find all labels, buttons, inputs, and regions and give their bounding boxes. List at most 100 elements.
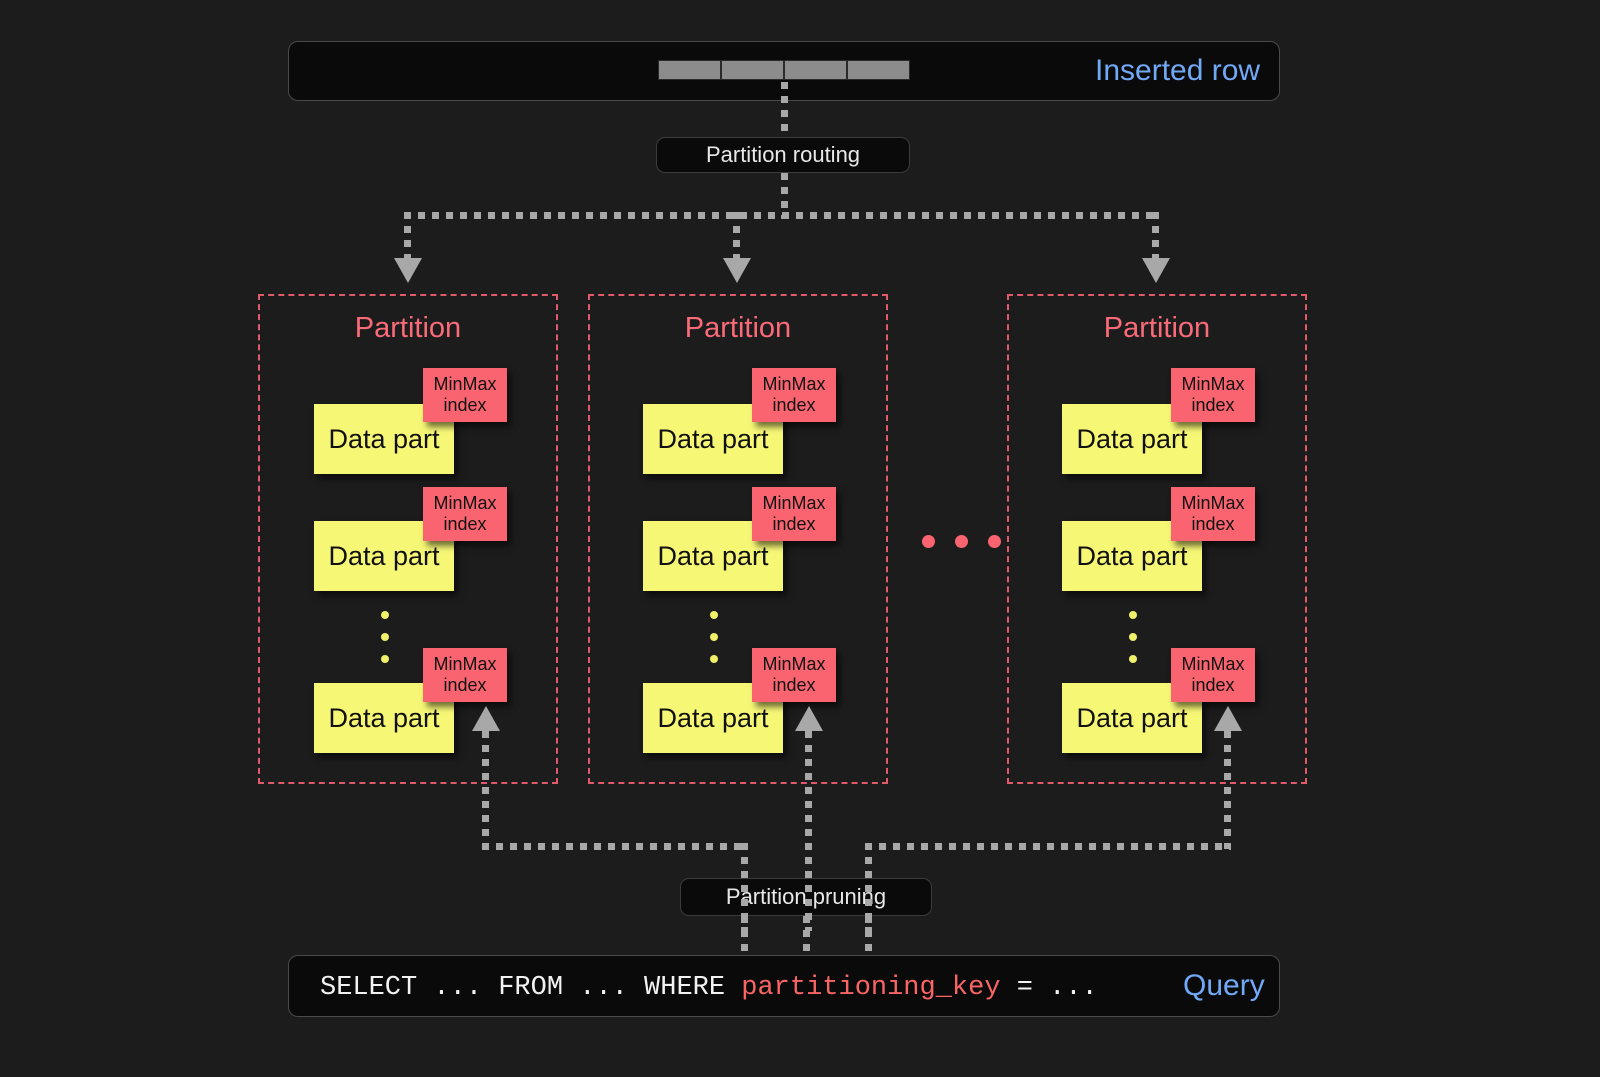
minmax-line-1: MinMax xyxy=(1181,653,1245,674)
minmax-line-1: MinMax xyxy=(762,373,826,394)
minmax-line-1: MinMax xyxy=(433,373,497,394)
connector-pruning-to-partition-3 xyxy=(1224,731,1231,849)
sql-prefix: SELECT ... FROM ... WHERE xyxy=(320,973,742,1003)
query-sql-text: SELECT ... FROM ... WHERE partitioning_k… xyxy=(320,975,1098,1002)
partition-container-1 xyxy=(258,294,558,784)
minmax-line-1: MinMax xyxy=(1181,373,1245,394)
minmax-line-1: MinMax xyxy=(762,653,826,674)
data-part-label: Data part xyxy=(657,423,769,454)
data-part-label: Data part xyxy=(328,702,440,733)
ellipsis-dot xyxy=(1129,633,1137,641)
data-part-card: Data part xyxy=(314,521,454,591)
partition-title-1: Partition xyxy=(354,312,462,344)
partition-title-3: Partition xyxy=(1103,312,1211,344)
pruning-bus-left xyxy=(482,843,748,850)
ellipsis-dot xyxy=(381,611,389,619)
minmax-index-label: MinMax index xyxy=(433,654,496,696)
pruning-bus-right xyxy=(865,843,1231,850)
arrow-down-partition-1 xyxy=(394,258,422,283)
minmax-line-2: index xyxy=(772,675,816,695)
arrow-up-partition-2 xyxy=(795,706,823,731)
minmax-index-label: MinMax index xyxy=(762,374,825,416)
minmax-line-1: MinMax xyxy=(762,492,826,513)
minmax-line-1: MinMax xyxy=(1181,492,1245,513)
sql-suffix: = ... xyxy=(1000,973,1098,1003)
row-cell xyxy=(721,60,784,80)
connector-bus-to-partition-2 xyxy=(733,212,740,260)
minmax-index-label: MinMax index xyxy=(1181,493,1244,535)
data-part-label: Data part xyxy=(1076,540,1188,571)
minmax-index-card: MinMax index xyxy=(423,368,507,422)
data-part-card: Data part xyxy=(1062,683,1202,753)
sql-partitioning-key: partitioning_key xyxy=(741,973,1001,1003)
ellipsis-dot xyxy=(710,633,718,641)
minmax-index-label: MinMax index xyxy=(1181,374,1244,416)
inserted-row-label: Inserted row xyxy=(1095,54,1261,87)
minmax-index-card: MinMax index xyxy=(752,487,836,541)
connector-routing-to-bus xyxy=(781,173,788,219)
minmax-index-label: MinMax index xyxy=(762,654,825,696)
row-cell xyxy=(784,60,847,80)
minmax-line-1: MinMax xyxy=(433,653,497,674)
data-part-label: Data part xyxy=(1076,702,1188,733)
ellipsis-dot xyxy=(381,633,389,641)
ellipsis-dot xyxy=(988,535,1001,548)
data-part-label: Data part xyxy=(328,423,440,454)
ellipsis-dot xyxy=(381,655,389,663)
data-part-label: Data part xyxy=(328,540,440,571)
row-cell xyxy=(847,60,910,80)
minmax-index-label: MinMax index xyxy=(433,493,496,535)
minmax-line-2: index xyxy=(1191,514,1235,534)
data-part-card: Data part xyxy=(1062,521,1202,591)
connector-bus-drop-left xyxy=(741,843,748,931)
ellipsis-dot xyxy=(710,655,718,663)
minmax-line-2: index xyxy=(772,514,816,534)
row-cell xyxy=(658,60,721,80)
query-label: Query xyxy=(1183,969,1265,1002)
minmax-line-2: index xyxy=(772,395,816,415)
arrow-up-partition-3 xyxy=(1214,706,1242,731)
routing-bus-line xyxy=(404,212,1159,219)
arrow-down-partition-2 xyxy=(723,258,751,283)
vertical-ellipsis xyxy=(1129,611,1137,677)
partition-routing-label: Partition routing xyxy=(705,142,861,167)
minmax-line-2: index xyxy=(443,514,487,534)
minmax-index-label: MinMax index xyxy=(433,374,496,416)
vertical-ellipsis xyxy=(710,611,718,677)
connector-pruning-to-query-1 xyxy=(741,916,748,954)
connector-pruning-to-query-3 xyxy=(865,916,872,954)
data-part-label: Data part xyxy=(657,702,769,733)
minmax-index-card: MinMax index xyxy=(423,648,507,702)
vertical-ellipsis xyxy=(381,611,389,677)
connector-bus-to-partition-3 xyxy=(1152,212,1159,260)
partition-title-2: Partition xyxy=(684,312,792,344)
ellipsis-dot xyxy=(1129,655,1137,663)
minmax-line-2: index xyxy=(1191,395,1235,415)
minmax-index-card: MinMax index xyxy=(752,368,836,422)
query-bar xyxy=(288,955,1280,1017)
minmax-index-card: MinMax index xyxy=(1171,648,1255,702)
minmax-line-2: index xyxy=(1191,675,1235,695)
ellipsis-dot xyxy=(922,535,935,548)
connector-pruning-to-query-2 xyxy=(803,916,810,954)
connector-pruning-to-partition-1 xyxy=(482,731,489,849)
horizontal-ellipsis xyxy=(922,535,1021,548)
minmax-index-label: MinMax index xyxy=(1181,654,1244,696)
partition-container-2 xyxy=(588,294,888,784)
ellipsis-dot xyxy=(1129,611,1137,619)
ellipsis-dot xyxy=(710,611,718,619)
minmax-line-2: index xyxy=(443,675,487,695)
minmax-index-card: MinMax index xyxy=(752,648,836,702)
connector-row-to-routing xyxy=(781,82,788,138)
connector-bus-to-partition-1 xyxy=(404,212,411,260)
minmax-line-1: MinMax xyxy=(433,492,497,513)
ellipsis-dot xyxy=(955,535,968,548)
connector-pruning-to-partition-2 xyxy=(805,731,812,931)
minmax-index-card: MinMax index xyxy=(1171,487,1255,541)
data-part-card: Data part xyxy=(314,404,454,474)
minmax-line-2: index xyxy=(443,395,487,415)
minmax-index-card: MinMax index xyxy=(1171,368,1255,422)
minmax-index-label: MinMax index xyxy=(762,493,825,535)
data-part-label: Data part xyxy=(657,540,769,571)
